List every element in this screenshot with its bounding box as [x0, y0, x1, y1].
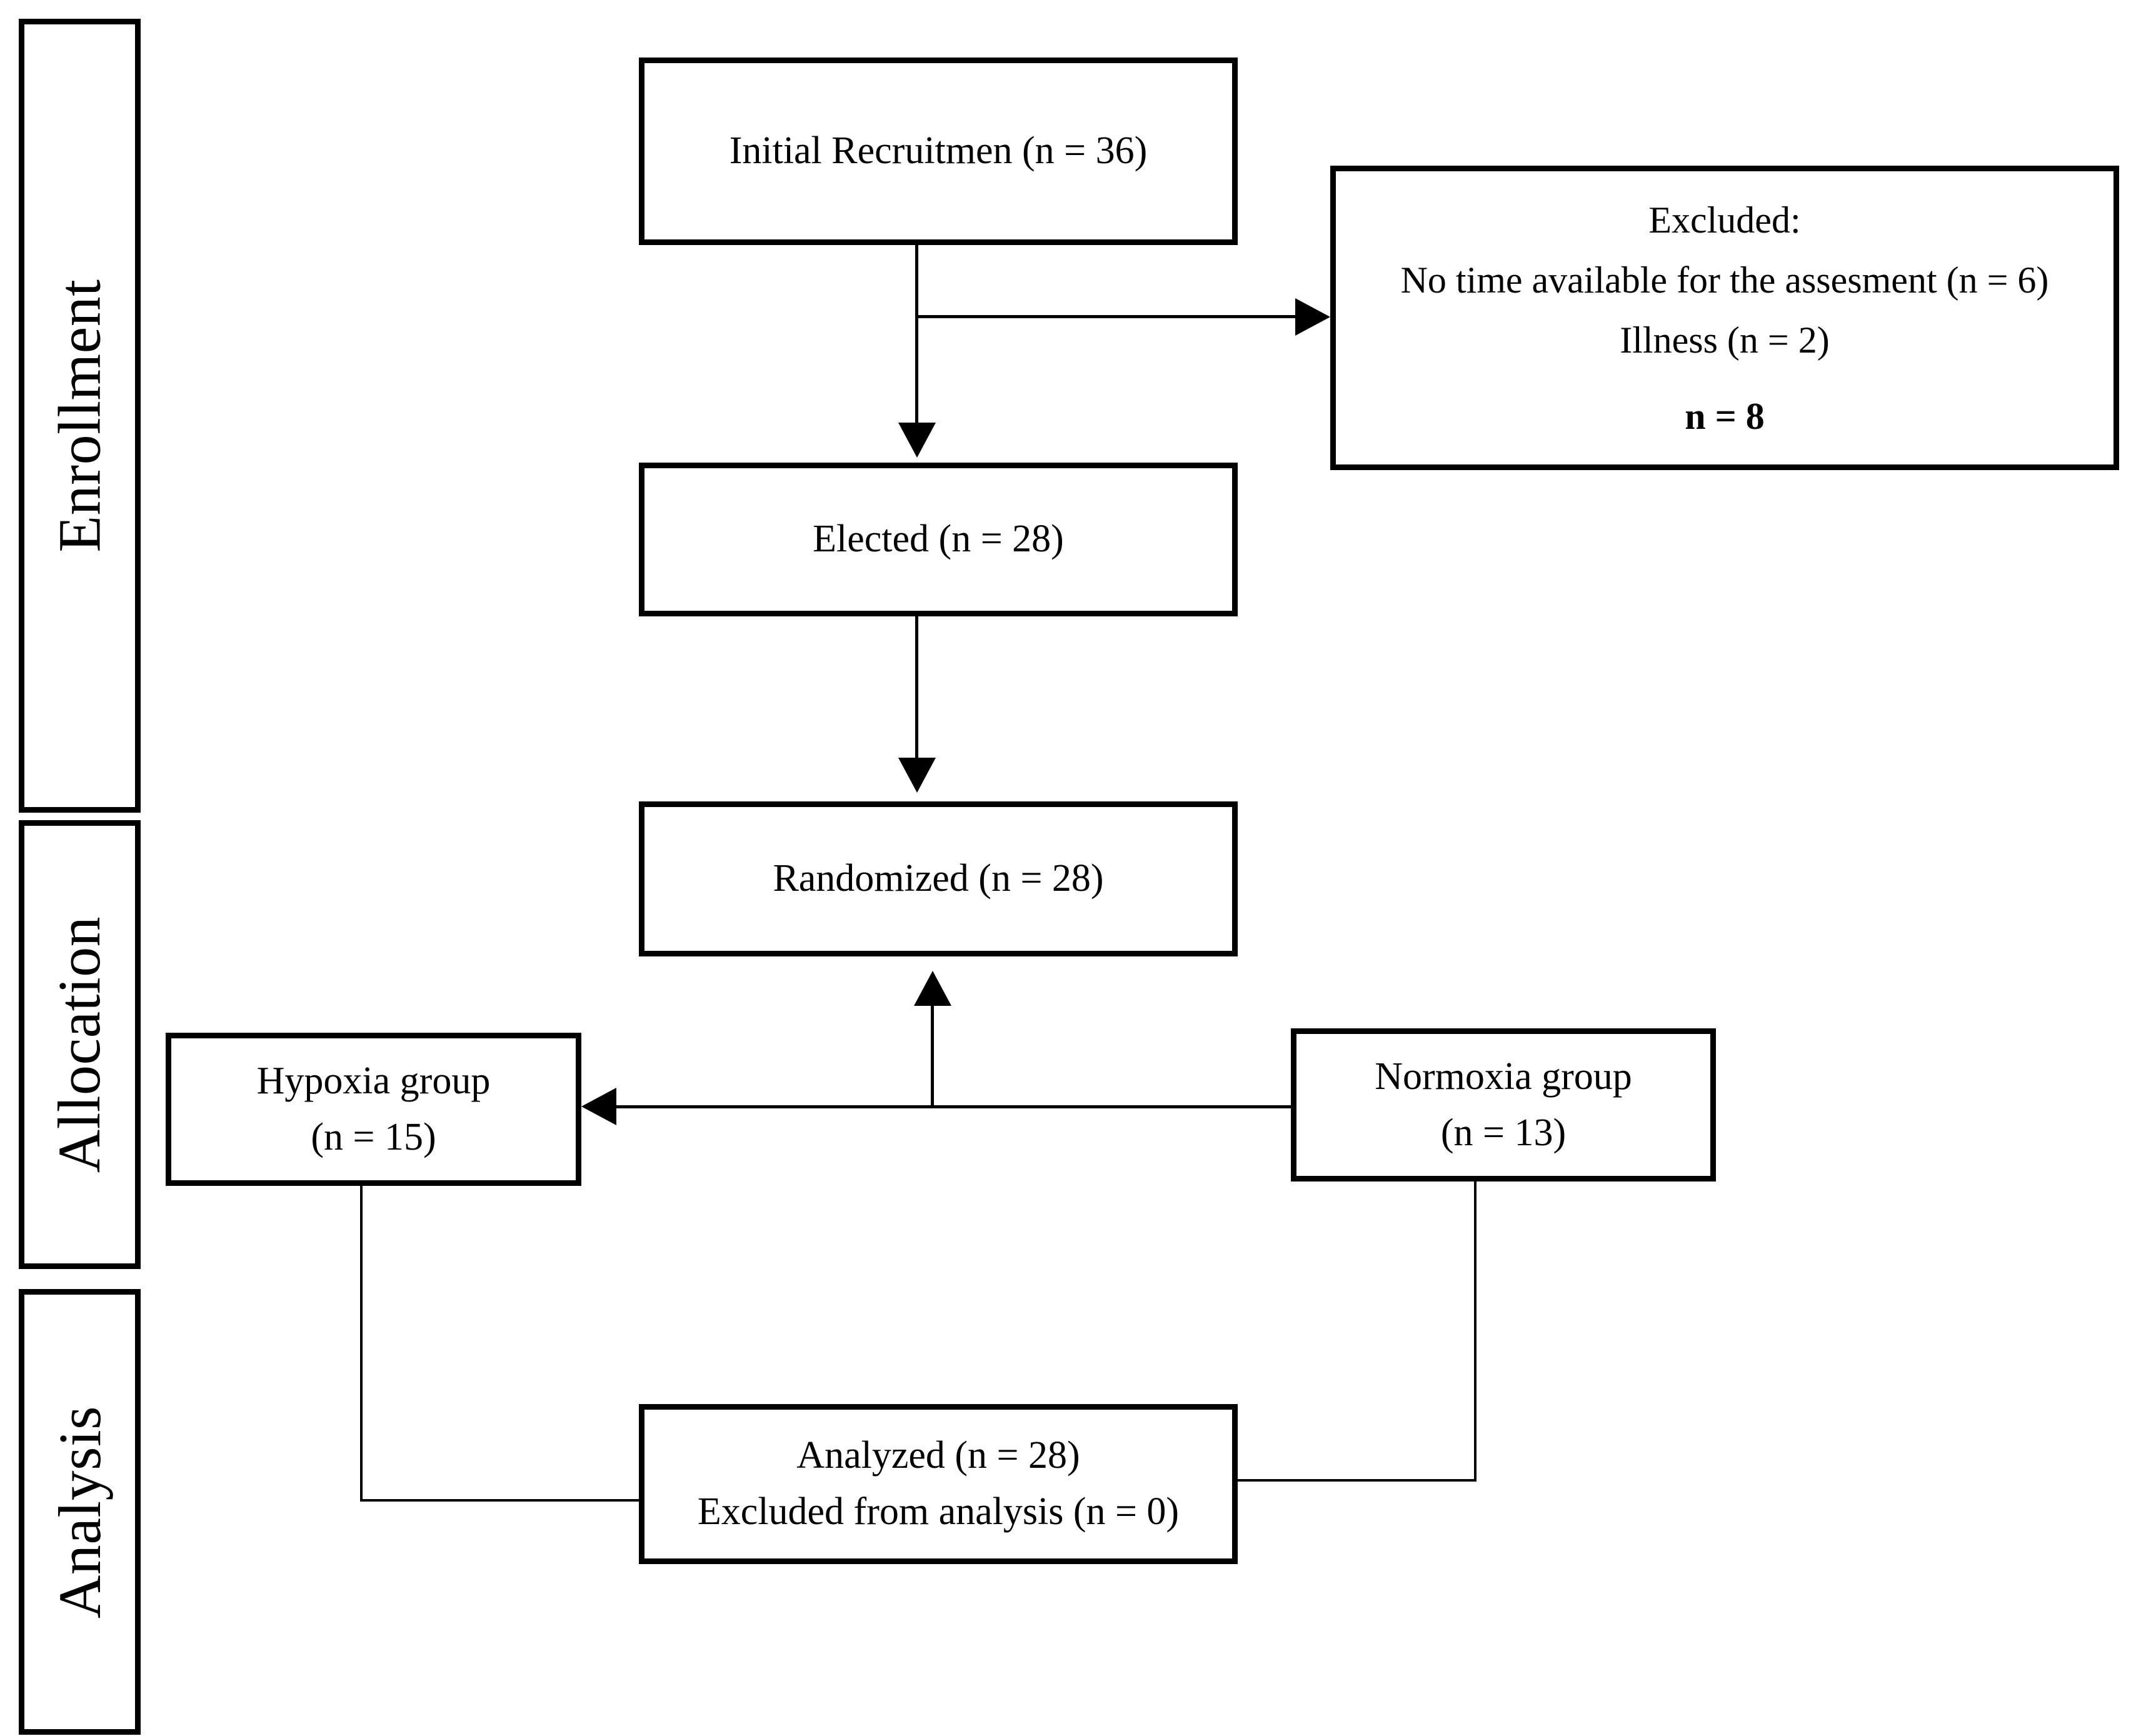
- node-randomized: Randomized (n = 28): [639, 801, 1238, 956]
- connector-normoxia-to-analyzed-vertical: [1474, 1182, 1477, 1482]
- node-excluded-line-1: Excluded:: [1648, 199, 1801, 241]
- node-excluded-line-3: Illness (n = 2): [1620, 319, 1830, 361]
- node-normoxia-group: Normoxia group (n = 13): [1291, 1028, 1716, 1182]
- node-excluded-total: n = 8: [1685, 395, 1765, 437]
- connector-allocation-stem: [931, 1005, 934, 1108]
- node-analyzed-line-2: Excluded from analysis (n = 0): [697, 1490, 1180, 1533]
- node-hypoxia-group: Hypoxia group (n = 15): [166, 1033, 581, 1186]
- connector-elected-to-randomized: [915, 616, 918, 761]
- connector-recruitment-stem: [915, 245, 918, 428]
- connector-hypoxia-to-analyzed-horizontal: [360, 1499, 641, 1502]
- stage-label-analysis: Analysis: [46, 1405, 113, 1618]
- arrowhead-to-excluded: [1295, 298, 1330, 336]
- node-initial-recruitment: Initial Recruitmen (n = 36): [639, 58, 1238, 245]
- arrowhead-to-randomized: [898, 758, 936, 793]
- node-excluded: Excluded: No time available for the asse…: [1330, 166, 2119, 470]
- node-elected: Elected (n = 28): [639, 463, 1238, 616]
- stage-label-enrollment: Enrollment: [46, 279, 113, 553]
- stage-box-analysis: Analysis: [19, 1289, 141, 1735]
- node-elected-line-1: Elected (n = 28): [813, 518, 1064, 561]
- node-hypoxia-group-line-2: (n = 15): [311, 1115, 436, 1158]
- arrowhead-to-elected: [898, 423, 936, 458]
- connector-normoxia-to-analyzed-horizontal: [1235, 1479, 1477, 1482]
- stage-box-allocation: Allocation: [19, 820, 141, 1269]
- node-initial-recruitment-line-1: Initial Recruitmen (n = 36): [729, 129, 1148, 173]
- arrowhead-to-hypoxia: [581, 1088, 616, 1125]
- node-randomized-line-1: Randomized (n = 28): [773, 857, 1104, 900]
- node-normoxia-group-line-1: Normoxia group: [1375, 1055, 1632, 1098]
- node-hypoxia-group-line-1: Hypoxia group: [256, 1059, 491, 1102]
- connector-hypoxia-to-analyzed-vertical: [360, 1184, 363, 1502]
- node-analyzed-line-1: Analyzed (n = 28): [796, 1434, 1080, 1477]
- connector-recruitment-to-excluded: [915, 315, 1296, 318]
- arrowhead-to-randomized-up: [914, 971, 951, 1006]
- node-normoxia-group-line-2: (n = 13): [1440, 1111, 1567, 1154]
- node-excluded-line-2: No time available for the assesment (n =…: [1400, 259, 2049, 301]
- connector-allocation-bar: [600, 1105, 1494, 1108]
- stage-label-allocation: Allocation: [46, 916, 113, 1173]
- node-analyzed: Analyzed (n = 28) Excluded from analysis…: [639, 1404, 1238, 1564]
- stage-box-enrollment: Enrollment: [19, 19, 141, 813]
